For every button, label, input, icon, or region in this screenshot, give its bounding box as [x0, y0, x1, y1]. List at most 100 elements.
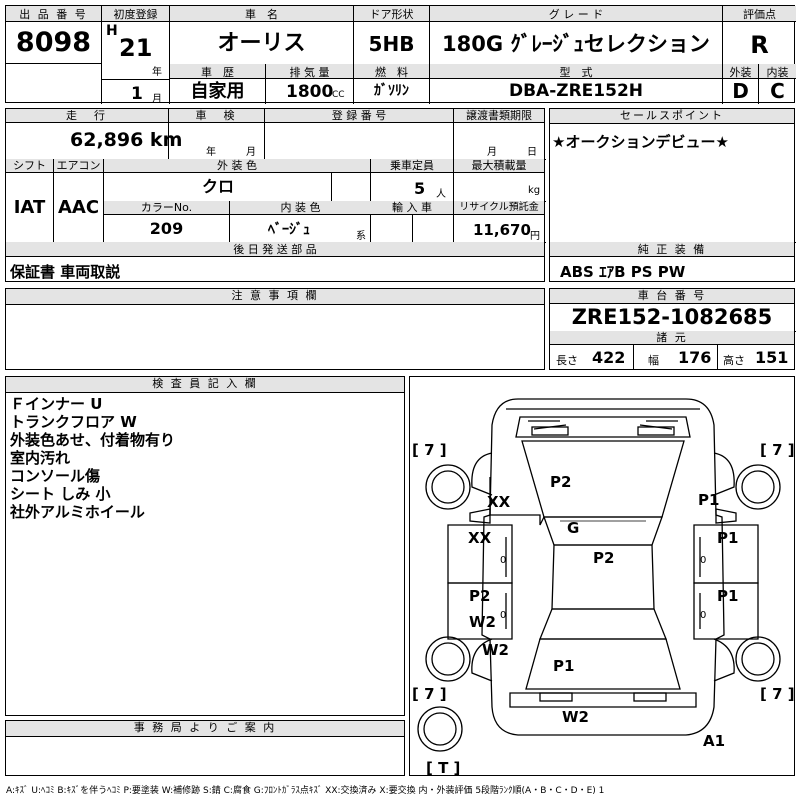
displacement-value: 1800: [286, 82, 334, 102]
model-label: 型 式: [430, 64, 723, 79]
sales-point-value: ★オークションデビュー★: [552, 133, 729, 151]
load-label: 最大積載量: [454, 159, 544, 173]
shift-value: IAT: [6, 173, 54, 242]
mark-front-right: P1: [698, 491, 719, 509]
equipment-value: ABS ｴｱB PS PW: [560, 263, 686, 281]
ext-label: 外装: [723, 64, 759, 79]
inspector-line: トランクフロア W: [10, 413, 137, 431]
car-name-value: オーリス: [170, 22, 354, 64]
reg-no-label: 登 録 番 号: [265, 109, 454, 123]
zero-mark: 0: [500, 555, 506, 566]
inspector-line: 室内汚れ: [10, 449, 71, 467]
mark-right-door: P1: [717, 529, 738, 547]
sales-point-box: セールスポイント ★オークションデビュー★ 純 正 装 備 ABS ｴｱB PS…: [549, 108, 796, 282]
tire-rl-label: [ 7 ]: [412, 685, 447, 703]
width-label: 幅: [648, 354, 659, 367]
length-value: 422: [592, 348, 626, 367]
ac-label: エアコン: [54, 159, 104, 173]
height-value: 151: [755, 348, 789, 367]
shift-label: シフト: [6, 159, 54, 173]
transfer-day: 日: [527, 147, 537, 158]
displacement-label: 排 気 量: [266, 64, 354, 79]
year-unit: 年: [152, 67, 162, 78]
history-label: 車 歴: [170, 64, 266, 79]
tire-t-label: [ T ]: [426, 759, 460, 777]
wheel-rl: [425, 636, 471, 682]
mileage-value: 62,896 km: [70, 129, 183, 151]
inspection-month: 月: [246, 147, 256, 158]
grade-value: 180G ｸﾞﾚｰｼﾞｭセレクション: [430, 22, 723, 64]
notes-box: 注 意 事 項 欄: [5, 288, 545, 370]
header-table: 出 品 番 号 8098 初度登録 H 21 年 1 月 車 名 オーリス ドア…: [5, 5, 796, 105]
mark-left-rear-w: W2: [469, 613, 496, 631]
door-value: 5HB: [354, 22, 430, 64]
office-box: 事 務 局 よ り ご 案 内: [5, 720, 405, 776]
transfer-label: 譲渡書類期限: [454, 109, 544, 123]
interior-color-unit: 系: [356, 231, 366, 242]
month-unit: 月: [152, 94, 162, 105]
ext-value: D: [723, 79, 759, 104]
recycle-label: リサイクル預託金: [454, 201, 544, 215]
car-diagram-svg: [ 7 ] [ 7 ] [ 7 ] [ 7 ] [ T ] P2 XX P1 G…: [412, 398, 795, 777]
wheel-fr: [735, 464, 781, 510]
history-value: 自家用: [170, 79, 266, 104]
damage-diagram: [ 7 ] [ 7 ] [ 7 ] [ 7 ] [ T ] P2 XX P1 G…: [409, 376, 795, 777]
inspector-line: シート しみ 小: [10, 485, 111, 503]
inspector-line: 社外アルミホイール: [10, 503, 145, 521]
zero-mark: 0: [500, 610, 506, 621]
inspector-label: 検 査 員 記 入 欄: [6, 377, 404, 393]
length-label: 長さ: [556, 354, 578, 367]
capacity-label: 乗車定員: [371, 159, 454, 173]
int-value: C: [770, 79, 785, 103]
equipment-label: 純 正 装 備: [550, 242, 794, 257]
color-value: クロ: [201, 177, 234, 196]
zero-mark: 0: [700, 555, 706, 566]
year-value: 21: [119, 34, 153, 62]
car-outline: [481, 398, 725, 736]
mark-left-door: XX: [468, 529, 492, 547]
era-value: H: [106, 23, 118, 39]
office-label: 事 務 局 よ り ご 案 内: [6, 721, 404, 737]
load-unit: kg: [528, 185, 541, 196]
inspector-box: 検 査 員 記 入 欄 Ｆインナー U トランクフロア W 外装色あせ、付着物有…: [5, 376, 405, 716]
width-value: 176: [678, 348, 712, 367]
fuel-value: ｶﾞｿﾘﾝ: [354, 79, 430, 104]
car-name-label: 車 名: [170, 6, 354, 22]
displacement-unit: CC: [332, 90, 345, 100]
interior-color-label: 内 装 色: [230, 201, 371, 215]
month-value: 1: [131, 84, 143, 104]
mark-trunk: P1: [553, 657, 574, 675]
import-label: 輸 入 車: [371, 201, 454, 215]
recycle-unit: 円: [530, 231, 540, 242]
eval-label: 評価点: [723, 6, 796, 22]
capacity-unit: 人: [436, 189, 446, 200]
capacity-value: 5: [414, 179, 426, 198]
transfer-month: 月: [487, 147, 497, 158]
mark-right-rear: P1: [717, 587, 738, 605]
later-value: 保証書 車両取説: [10, 263, 121, 281]
mark-windshield: G: [567, 519, 579, 537]
mark-roof: P2: [593, 549, 614, 567]
tire-fr-label: [ 7 ]: [760, 441, 795, 459]
mark-front-left: XX: [487, 493, 511, 511]
spec-label: 諸 元: [550, 331, 794, 345]
mark-left-rear: P2: [469, 587, 490, 605]
info-table: 走 行 車 検 登 録 番 号 譲渡書類期限 62,896 km 年 月 月 日…: [5, 108, 546, 282]
lot-value: 8098: [6, 22, 102, 64]
inspector-line: コンソール傷: [10, 467, 101, 485]
spare-wheel: [417, 706, 463, 752]
recycle-value: 11,670: [473, 221, 531, 239]
wheel-fl: [425, 464, 471, 510]
sales-point-label: セールスポイント: [550, 109, 794, 124]
inspector-line: 外装色あせ、付着物有り: [10, 431, 176, 449]
inspector-line: Ｆインナー U: [10, 395, 103, 413]
grade-label: グ レ ー ド: [430, 6, 723, 22]
inspector-notes: Ｆインナー U トランクフロア W 外装色あせ、付着物有り 室内汚れ コンソール…: [10, 395, 400, 521]
chassis-box: 車 台 番 号 ZRE152-1082685 諸 元 長さ 422 幅 176 …: [549, 288, 796, 370]
lot-label: 出 品 番 号: [6, 6, 102, 22]
legend: A:ｷｽﾞ U:ﾍｺﾐ B:ｷｽﾞを伴うﾍｺﾐ P:要塗装 W:補修跡 S:錆 …: [6, 786, 605, 796]
tire-rr-label: [ 7 ]: [760, 685, 795, 703]
interior-color-value: ﾍﾞｰｼﾞｭ: [268, 222, 310, 238]
mileage-label: 走 行: [6, 109, 169, 123]
lot-blank: [6, 64, 102, 104]
